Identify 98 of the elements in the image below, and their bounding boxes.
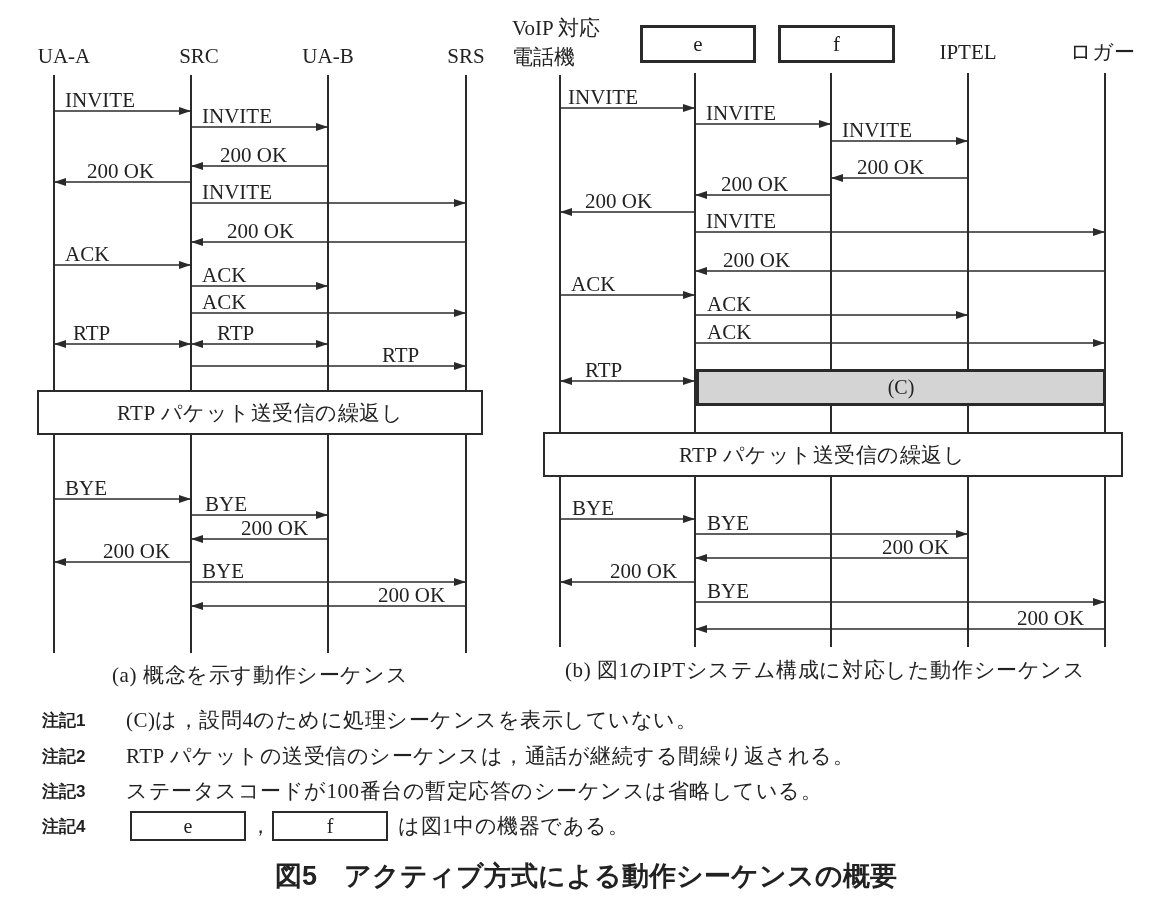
message-label: BYE bbox=[707, 513, 749, 533]
message-label: RTP bbox=[382, 345, 420, 365]
message-label: ACK bbox=[707, 294, 752, 314]
message-arrow bbox=[830, 174, 969, 182]
message-label: 200 OK bbox=[723, 250, 791, 270]
note-number: 注記4 bbox=[42, 816, 86, 838]
message-arrow bbox=[190, 123, 329, 131]
message-arrow bbox=[559, 515, 696, 523]
message-arrow bbox=[190, 199, 467, 207]
message-label: 200 OK bbox=[227, 221, 295, 241]
message-arrow bbox=[694, 625, 1106, 633]
message-label: 200 OK bbox=[585, 191, 653, 211]
figure-caption: 図5 アクティブ方式による動作シーケンスの概要 bbox=[275, 860, 898, 892]
message-arrow bbox=[559, 377, 696, 385]
message-arrow bbox=[53, 178, 192, 186]
subfigure-caption: (b) 図1のIPTシステム構成に対応した動作シーケンス bbox=[565, 658, 1086, 682]
subfigure-caption: (a) 概念を示す動作シーケンス bbox=[112, 663, 409, 687]
message-arrow bbox=[53, 261, 192, 269]
message-arrow bbox=[694, 191, 832, 199]
participant-label: IPTEL bbox=[939, 40, 997, 64]
repeat-band: RTP パケット送受信の繰返し bbox=[37, 390, 483, 435]
message-label: 200 OK bbox=[857, 157, 925, 177]
message-arrow bbox=[694, 267, 1106, 275]
message-label: BYE bbox=[65, 478, 107, 498]
message-arrow bbox=[190, 309, 467, 317]
message-label: 200 OK bbox=[1017, 608, 1085, 628]
message-arrow bbox=[53, 558, 192, 566]
message-label: BYE bbox=[707, 581, 749, 601]
note-number: 注記1 bbox=[42, 710, 86, 732]
message-arrow bbox=[190, 362, 467, 370]
message-label: 200 OK bbox=[721, 174, 789, 194]
message-arrow bbox=[53, 107, 192, 115]
message-label: 200 OK bbox=[103, 541, 171, 561]
message-label: RTP bbox=[73, 323, 111, 343]
note-number: 注記2 bbox=[42, 746, 86, 768]
message-label: INVITE bbox=[842, 120, 912, 140]
message-arrow bbox=[190, 340, 329, 348]
placeholder-box: e bbox=[130, 811, 246, 841]
message-label: BYE bbox=[572, 498, 614, 518]
message-arrow bbox=[694, 598, 1106, 606]
message-label: ACK bbox=[707, 322, 752, 342]
message-arrow bbox=[830, 137, 969, 145]
note-text: ， bbox=[250, 814, 272, 838]
message-arrow bbox=[559, 208, 696, 216]
message-arrow bbox=[694, 311, 969, 319]
note-text: RTP パケットの送受信のシーケンスは，通話が継続する間繰り返される。 bbox=[126, 744, 855, 768]
message-arrow bbox=[694, 228, 1106, 236]
message-arrow bbox=[559, 291, 696, 299]
message-label: ACK bbox=[65, 244, 110, 264]
participant-label: f bbox=[833, 32, 840, 56]
message-arrow bbox=[559, 104, 696, 112]
message-arrow bbox=[190, 602, 467, 610]
participant-label: UA-B bbox=[302, 44, 354, 68]
message-label: INVITE bbox=[202, 182, 272, 202]
note-text: ステータスコードが100番台の暫定応答のシーケンスは省略している。 bbox=[126, 779, 822, 803]
message-label: 200 OK bbox=[87, 161, 155, 181]
message-label: INVITE bbox=[65, 90, 135, 110]
message-label: INVITE bbox=[202, 106, 272, 126]
message-label: ACK bbox=[571, 274, 616, 294]
participant-label: SRS bbox=[447, 44, 485, 68]
placeholder-box: f bbox=[272, 811, 388, 841]
message-label: 200 OK bbox=[610, 561, 678, 581]
message-label: BYE bbox=[202, 561, 244, 581]
shaded-box: (C) bbox=[696, 369, 1106, 406]
message-arrow bbox=[190, 511, 329, 519]
message-label: ACK bbox=[202, 265, 247, 285]
message-arrow bbox=[559, 578, 696, 586]
message-label: INVITE bbox=[568, 87, 638, 107]
note-text: は図1中の機器である。 bbox=[398, 814, 629, 838]
message-label: ACK bbox=[202, 292, 247, 312]
message-label: 200 OK bbox=[241, 518, 309, 538]
repeat-band: RTP パケット送受信の繰返し bbox=[543, 432, 1123, 477]
note-number: 注記3 bbox=[42, 781, 86, 803]
participant-label: UA-A bbox=[37, 44, 91, 68]
message-arrow bbox=[694, 339, 1106, 347]
message-label: 200 OK bbox=[378, 585, 446, 605]
message-arrow bbox=[694, 120, 832, 128]
participant-label: VoIP 対応電話機 bbox=[512, 15, 602, 71]
message-label: RTP bbox=[217, 323, 255, 343]
participant-label: ロガー bbox=[1069, 40, 1135, 64]
message-arrow bbox=[694, 554, 969, 562]
note-text: (C)は，設問4のために処理シーケンスを表示していない。 bbox=[126, 708, 698, 732]
message-label: INVITE bbox=[706, 211, 776, 231]
message-arrow bbox=[190, 578, 467, 586]
message-label: BYE bbox=[205, 494, 247, 514]
message-label: RTP bbox=[585, 360, 623, 380]
message-arrow bbox=[190, 238, 467, 246]
message-arrow bbox=[53, 495, 192, 503]
message-arrow bbox=[53, 340, 192, 348]
message-label: 200 OK bbox=[882, 537, 950, 557]
message-arrow bbox=[190, 162, 329, 170]
participant-label: SRC bbox=[179, 44, 219, 68]
message-arrow bbox=[694, 530, 969, 538]
message-arrow bbox=[190, 282, 329, 290]
participant-label: e bbox=[693, 32, 703, 56]
message-label: INVITE bbox=[706, 103, 776, 123]
message-label: 200 OK bbox=[220, 145, 288, 165]
message-arrow bbox=[190, 535, 329, 543]
